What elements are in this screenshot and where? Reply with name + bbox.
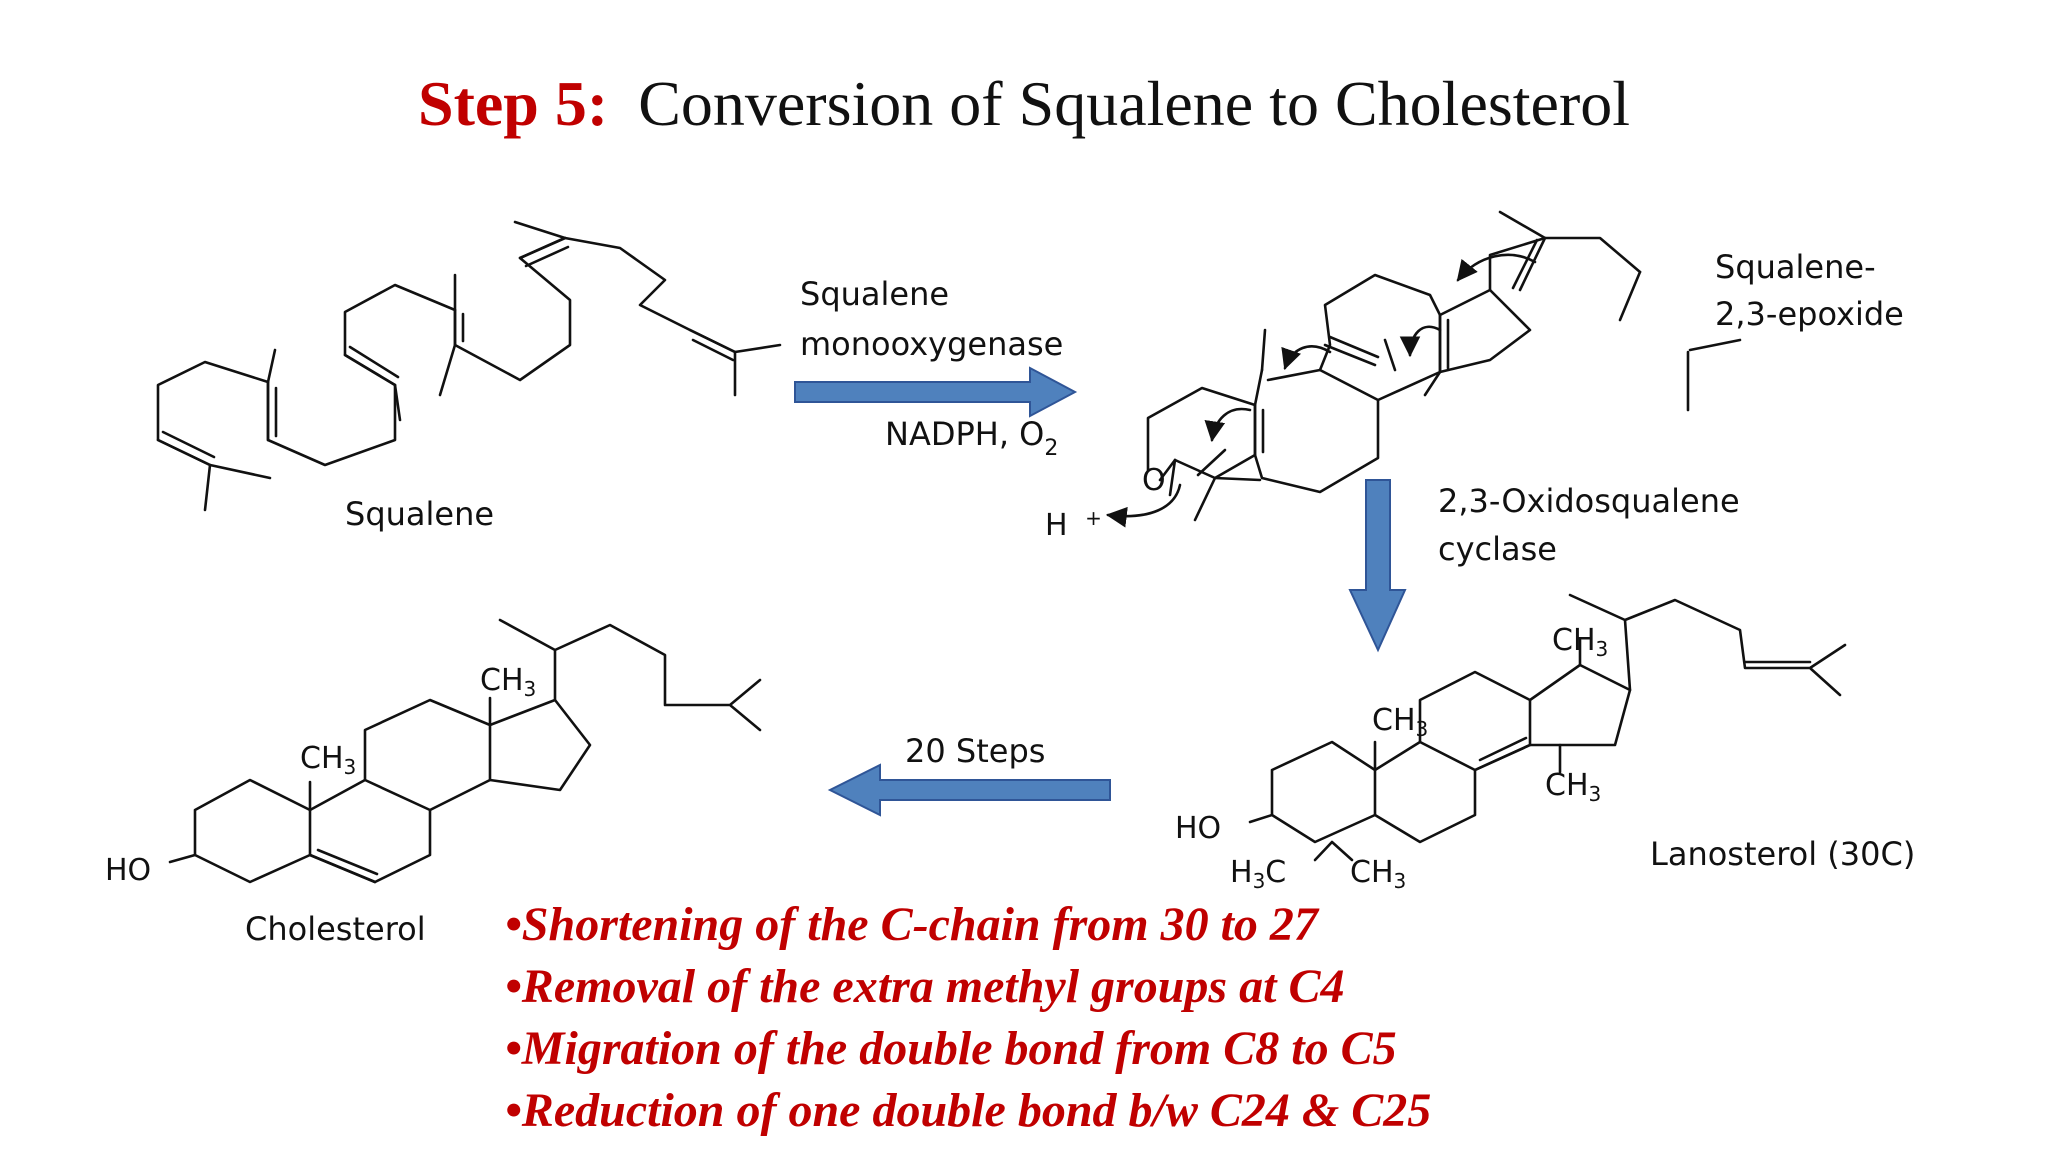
label-20-steps: 20 Steps <box>905 732 1045 770</box>
lanosterol-ho: HO <box>1175 811 1221 846</box>
cholesterol-ho: HO <box>105 853 151 888</box>
label-epoxide-2: 2,3-epoxide <box>1715 295 1904 333</box>
enzyme2-line2: cyclase <box>1438 530 1557 568</box>
notes-list: •Shortening of the C-chain from 30 to 27… <box>505 898 1431 1137</box>
lanosterol-ch3-bottom: CH3 <box>1545 768 1601 806</box>
note-item: •Migration of the double bond from C8 to… <box>505 1022 1397 1075</box>
electron-push-arrows <box>1105 253 1537 528</box>
title-step: Step 5: <box>418 68 608 139</box>
label-lanosterol: Lanosterol (30C) <box>1650 835 1915 873</box>
lanosterol-h3c: H3C <box>1230 855 1286 893</box>
label-cholesterol: Cholesterol <box>245 910 426 948</box>
note-item: •Shortening of the C-chain from 30 to 27 <box>505 898 1320 951</box>
curved-arrow-3 <box>1281 345 1332 370</box>
curved-arrow-1 <box>1456 253 1537 282</box>
lanosterol-ch3-mid: CH3 <box>1372 703 1428 741</box>
cholesterol-structure <box>168 618 762 884</box>
squalene-final <box>156 220 782 512</box>
label-squalene: Squalene <box>345 495 494 533</box>
lanosterol-ch3-top: CH3 <box>1552 623 1608 661</box>
enzyme2-line1: 2,3-Oxidosqualene <box>1438 482 1740 520</box>
enzyme1-line2: monooxygenase <box>800 325 1063 363</box>
cofactor-label: NADPH, O2 <box>885 415 1058 461</box>
epoxide-oxygen: O <box>1142 463 1166 498</box>
squalene-bg <box>100 215 820 535</box>
note-item: •Removal of the extra methyl groups at C… <box>505 960 1344 1013</box>
arrow-20-steps <box>827 763 1111 817</box>
arrow-cyclase <box>1348 479 1407 653</box>
title-text: Conversion of Squalene to Cholesterol <box>638 68 1630 139</box>
slide-title: Step 5: Conversion of Squalene to Choles… <box>418 68 1630 139</box>
curved-arrow-2 <box>1399 325 1442 358</box>
label-epoxide-1: Squalene- <box>1715 248 1876 286</box>
arrow-monooxygenase <box>794 366 1078 418</box>
curved-arrow-5 <box>1105 483 1182 528</box>
enzyme1-line1: Squalene <box>800 275 949 313</box>
h-plus: H + <box>1045 506 1102 543</box>
curved-arrow-4 <box>1204 407 1252 443</box>
cholesterol-ch3-c13: CH3 <box>480 663 536 701</box>
lanosterol-ch3-c4: CH3 <box>1350 855 1406 893</box>
note-item: •Reduction of one double bond b/w C24 & … <box>505 1084 1431 1137</box>
cholesterol-ch3-c10: CH3 <box>300 741 356 779</box>
lanosterol-structure <box>1248 593 1847 862</box>
epoxide-structure <box>1146 210 1742 522</box>
